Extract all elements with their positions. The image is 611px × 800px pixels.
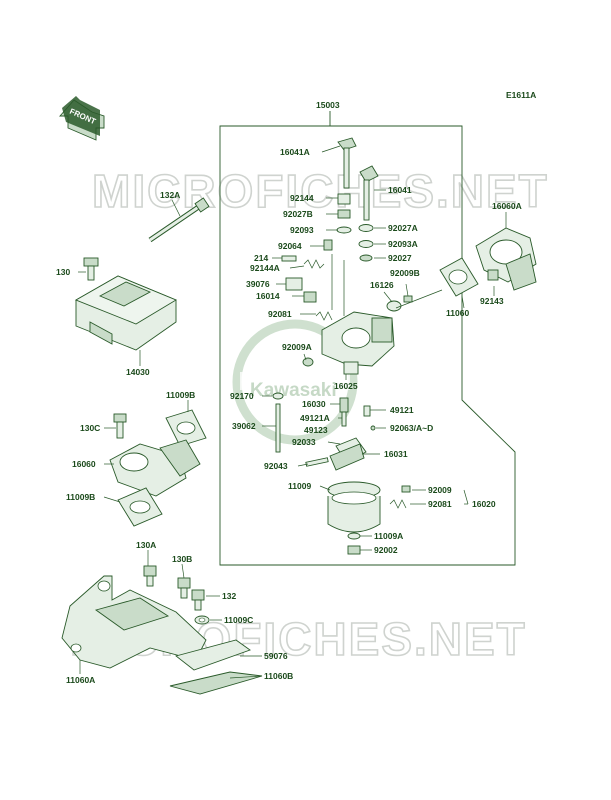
spring-92144a <box>303 259 325 269</box>
label-92143: 92143 <box>480 296 504 306</box>
watermark-top: MICROFICHES.NET <box>92 165 549 217</box>
label-16025: 16025 <box>334 381 358 391</box>
bolt-130b <box>177 577 191 599</box>
bracket-14030 <box>74 275 177 351</box>
screw-92009b <box>403 295 413 303</box>
label-130: 130 <box>56 267 70 277</box>
carburetor-assembly-frame <box>219 111 516 566</box>
label-92033: 92033 <box>292 437 316 447</box>
insulator-16060a <box>475 227 537 291</box>
label-92144a: 92144A <box>250 263 280 273</box>
label-49121: 49121 <box>390 405 414 415</box>
label-130c: 130C <box>80 423 100 433</box>
seal-92027a <box>358 224 374 262</box>
label-92093a: 92093A <box>388 239 418 249</box>
front-arrow-icon: FRONT <box>59 96 105 141</box>
label-16060a: 16060A <box>492 201 522 211</box>
label-92144: 92144 <box>290 193 314 203</box>
screw-92009a <box>302 357 314 367</box>
jet-16014 <box>303 291 317 303</box>
diagram-code: E1611A <box>506 90 536 100</box>
spring-92081-top <box>315 311 333 321</box>
float-16031 <box>329 437 367 471</box>
label-16126: 16126 <box>370 280 394 290</box>
label-16020: 16020 <box>472 499 496 509</box>
spring-92144 <box>336 193 352 234</box>
label-11060: 11060 <box>446 308 469 318</box>
label-14030: 14030 <box>126 367 150 377</box>
svg-text:Kawasaki: Kawasaki <box>250 380 337 401</box>
label-16060: 16060 <box>72 459 96 469</box>
label-16014: 16014 <box>256 291 280 301</box>
pin-92064 <box>323 239 333 251</box>
label-92081-bottom: 92081 <box>428 499 452 509</box>
label-214: 214 <box>254 253 268 263</box>
label-92027: 92027 <box>388 253 412 263</box>
label-132a: 132A <box>160 190 180 200</box>
bracket-11060a <box>61 575 207 669</box>
label-16041a: 16041A <box>280 147 310 157</box>
label-49121a: 49121A <box>300 413 330 423</box>
label-132: 132 <box>222 591 236 601</box>
label-39062: 39062 <box>232 421 256 431</box>
choke-lever-16041 <box>359 165 379 221</box>
label-92002: 92002 <box>374 545 398 555</box>
label-11009: 11009 <box>288 481 311 491</box>
label-49123: 49123 <box>304 425 328 435</box>
choke-valve-16126 <box>386 300 402 312</box>
bolt-92002 <box>347 545 361 555</box>
label-130a: 130A <box>136 540 156 550</box>
label-92093: 92093 <box>290 225 314 235</box>
label-15003: 15003 <box>316 100 340 110</box>
label-92170: 92170 <box>230 391 254 401</box>
label-92081-top: 92081 <box>268 309 292 319</box>
label-92009a: 92009A <box>282 342 312 352</box>
tube-39062 <box>272 392 284 453</box>
label-11009c: 11009C <box>224 615 253 625</box>
label-92027b: 92027B <box>283 209 313 219</box>
washer-11009a <box>347 532 361 540</box>
pin-92043 <box>305 457 329 467</box>
label-92063: 92063/A~D <box>390 423 433 433</box>
label-92009b: 92009B <box>390 268 420 278</box>
bolt-130c <box>113 413 127 439</box>
washer-11009c <box>194 615 210 625</box>
label-92009: 92009 <box>428 485 452 495</box>
gasket-11009b-bottom <box>117 487 163 527</box>
bolt-132a <box>148 197 210 243</box>
label-59076: 59076 <box>264 651 288 661</box>
label-130b: 130B <box>172 554 192 564</box>
screw-214 <box>281 255 297 262</box>
label-39076: 39076 <box>246 279 270 289</box>
part-labels: 15003 16041A 16041 92144 92027B 92093 92… <box>56 100 522 685</box>
label-92064: 92064 <box>278 241 302 251</box>
label-16041: 16041 <box>388 185 412 195</box>
emulsion-tube-16030 <box>339 397 349 427</box>
pilot-jet-39076 <box>285 277 303 291</box>
label-11009b-bottom: 11009B <box>66 492 95 502</box>
stud-92143 <box>487 269 499 281</box>
intake-pipe-16060 <box>109 439 201 497</box>
gasket-11009b-top <box>165 409 207 447</box>
gasket-11060 <box>439 257 479 297</box>
carburetor-body <box>321 311 395 375</box>
main-jet-49121 <box>363 405 376 431</box>
label-92043: 92043 <box>264 461 288 471</box>
drain-screw-92009 <box>389 485 411 509</box>
throttle-lever-16041a <box>337 137 357 189</box>
label-92027a: 92027A <box>388 223 418 233</box>
label-11009b-top: 11009B <box>166 390 195 400</box>
float-bowl-16020 <box>327 481 381 533</box>
bolt-132 <box>191 589 205 611</box>
bolt-130 <box>83 257 99 281</box>
label-11060b: 11060B <box>264 671 293 681</box>
bolt-130a <box>143 565 157 587</box>
label-16031: 16031 <box>384 449 408 459</box>
label-11009a: 11009A <box>374 531 403 541</box>
label-11060a: 11060A <box>66 675 95 685</box>
label-16030: 16030 <box>302 399 326 409</box>
